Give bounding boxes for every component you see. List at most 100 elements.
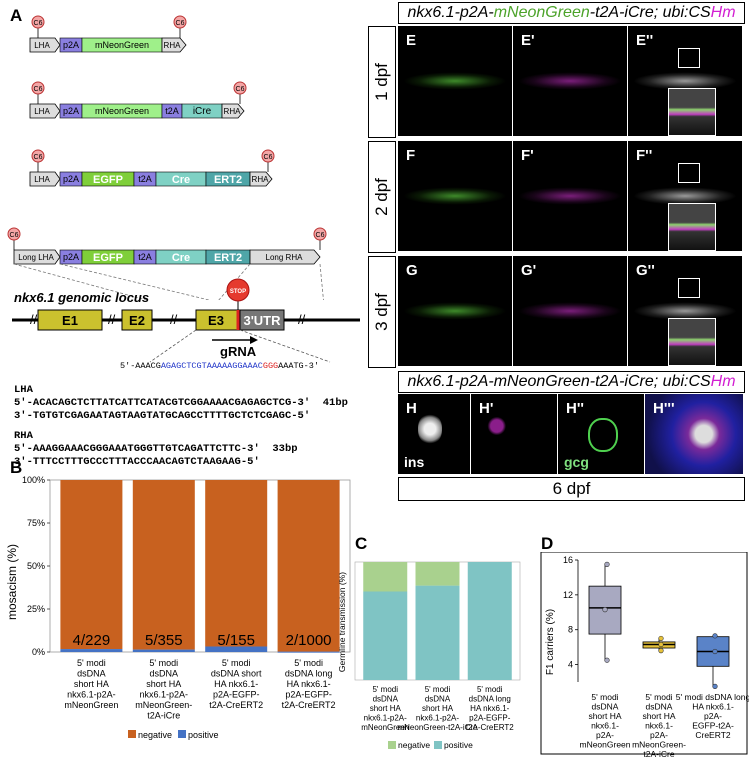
- micrograph-h: H ins: [398, 394, 470, 474]
- lha-title: LHA: [14, 384, 33, 396]
- svg-text:p2A: p2A: [63, 40, 79, 50]
- panel-frame: [540, 552, 748, 755]
- y-tick-label: 75%: [27, 518, 45, 528]
- x-tick-label: p2A-: [596, 730, 614, 740]
- legend-label-positive: positive: [188, 730, 219, 740]
- legend-label-positive: positive: [444, 740, 473, 750]
- y-axis-label: F1 carriers (%): [545, 609, 556, 675]
- micrograph-label: F: [406, 147, 416, 164]
- x-tick-label: 5' modi: [645, 692, 672, 702]
- x-tick-label: dsDNA: [373, 695, 399, 704]
- x-tick-label: nkx6.1-p2A-: [140, 690, 189, 700]
- construct-3: C6 C6 LHA p2A EGFP t2A Cre ERT2 RHA: [29, 149, 275, 187]
- x-tick-label: t2A-CreERT2: [466, 723, 514, 732]
- x-tick-label: mNeonGreen-: [632, 740, 686, 750]
- svg-text:ERT2: ERT2: [214, 174, 242, 186]
- x-tick-label: mNeonGreen-t2A-iCre: [397, 723, 478, 732]
- x-tick-label: 5' modi: [222, 658, 251, 668]
- svg-text:EGFP: EGFP: [93, 174, 123, 186]
- x-tick-label: t2A-CreERT2: [282, 700, 336, 710]
- micrograph-label: E'': [636, 32, 654, 49]
- imaging-title-top: nkx6.1-p2A-mNeonGreen-t2A-iCre; ubi:CSHm: [398, 2, 745, 24]
- locus-title: nkx6.1 genomic locus: [14, 290, 150, 305]
- data-point: [658, 648, 664, 654]
- svg-text:p2A: p2A: [63, 252, 79, 262]
- micrograph-e: E: [398, 26, 512, 136]
- svg-text:LHA: LHA: [34, 41, 50, 50]
- utr-region: 3'UTR: [243, 313, 281, 328]
- bar-label: 4/229: [73, 632, 111, 649]
- x-tick-label: mNeonGreen-: [135, 700, 192, 710]
- zoom-box: [678, 163, 700, 183]
- x-tick-label: 5' modi: [477, 685, 503, 694]
- micrograph-label: G: [406, 262, 418, 279]
- svg-text:Long RHA: Long RHA: [266, 253, 304, 262]
- data-point: [604, 561, 610, 567]
- row-label-1dpf: 1 dpf: [368, 26, 396, 138]
- svg-text:C6: C6: [34, 154, 43, 161]
- x-tick-label: nkx6.1-p2A-: [364, 714, 407, 723]
- micrograph-label: F'': [636, 147, 653, 164]
- micrograph-label: E': [521, 32, 535, 49]
- svg-text:LHA: LHA: [34, 175, 50, 184]
- svg-text://: //: [30, 312, 38, 327]
- svg-text:mNeonGreen: mNeonGreen: [95, 40, 149, 50]
- cap-label: C6: [34, 20, 43, 27]
- x-tick-label: 5' modi: [294, 658, 323, 668]
- exon-e2: E2: [129, 313, 145, 328]
- construct-4: C6 C6 Long LHA p2A EGFP t2A Cre ERT2 Lon…: [7, 227, 327, 300]
- construct-1: C6 C6 LHA p2A mNeonGreen RHA: [29, 15, 187, 53]
- imaging-title-bottom: nkx6.1-p2A-mNeonGreen-t2A-iCre; ubi:CSHm: [398, 371, 745, 393]
- y-tick-label: 4: [568, 660, 573, 670]
- svg-text:p2A: p2A: [63, 106, 79, 116]
- x-tick-label: mNeonGreen: [579, 740, 630, 750]
- data-point: [712, 633, 718, 639]
- x-tick-label: 5' modi: [591, 692, 618, 702]
- x-tick-label: t2A-CreERT2: [209, 700, 263, 710]
- x-tick-label: nkx6.1-p2A-: [67, 690, 116, 700]
- micrograph-fp: F': [513, 141, 627, 251]
- row-label-3dpf: 3 dpf: [368, 256, 396, 368]
- construct-2: C6 C6 LHA p2A mNeonGreen t2A iCre RHA: [29, 81, 247, 119]
- x-tick-label: 5' modi: [77, 658, 106, 668]
- x-tick-label: nkx6.1-: [591, 721, 619, 731]
- svg-text:RHA: RHA: [224, 107, 242, 116]
- svg-text:LHA: LHA: [34, 107, 50, 116]
- micrograph-g: G: [398, 256, 512, 366]
- data-point: [712, 683, 718, 689]
- legend-swatch-positive: [178, 730, 186, 738]
- x-tick-label: 5' modi: [425, 685, 451, 694]
- svg-text:C6: C6: [34, 86, 43, 93]
- micrograph-ep: E': [513, 26, 627, 136]
- svg-text:RHA: RHA: [164, 41, 182, 50]
- gcg-label: gcg: [564, 454, 589, 470]
- y-tick-label: 8: [568, 625, 573, 635]
- x-tick-label: short HA: [370, 704, 402, 713]
- bar-positive: [415, 585, 460, 680]
- x-tick-label: 5' modi dsDNA long: [676, 692, 749, 702]
- svg-text:EGFP: EGFP: [93, 252, 123, 264]
- x-tick-label: dsDNA: [150, 669, 179, 679]
- panel-a-label: A: [10, 6, 23, 25]
- bar-negative: [363, 562, 408, 592]
- x-tick-label: p2A-: [704, 711, 722, 721]
- grna-sequence: 5'-AAACGAGAGCTCGTAAAAAGGAAACGGGAAATG-3': [120, 361, 319, 371]
- micrograph-gpp: G'': [628, 256, 742, 366]
- x-tick-label: mNeonGreen: [64, 700, 118, 710]
- data-point: [658, 635, 664, 642]
- svg-text:C6: C6: [316, 232, 325, 239]
- x-tick-label: short HA: [642, 711, 675, 721]
- data-point: [604, 657, 610, 663]
- x-tick-label: HA nkx6.1-: [214, 679, 258, 689]
- svg-text:t2A: t2A: [138, 174, 152, 184]
- bar-negative: [132, 480, 195, 650]
- legend-label-negative: negative: [398, 740, 430, 750]
- stage-label: 6 dpf: [398, 477, 745, 501]
- x-tick-label: dsDNA: [592, 702, 619, 712]
- svg-text://: //: [298, 312, 306, 327]
- x-tick-label: t2A-iCre: [643, 749, 674, 757]
- micrograph-label: G'': [636, 262, 655, 279]
